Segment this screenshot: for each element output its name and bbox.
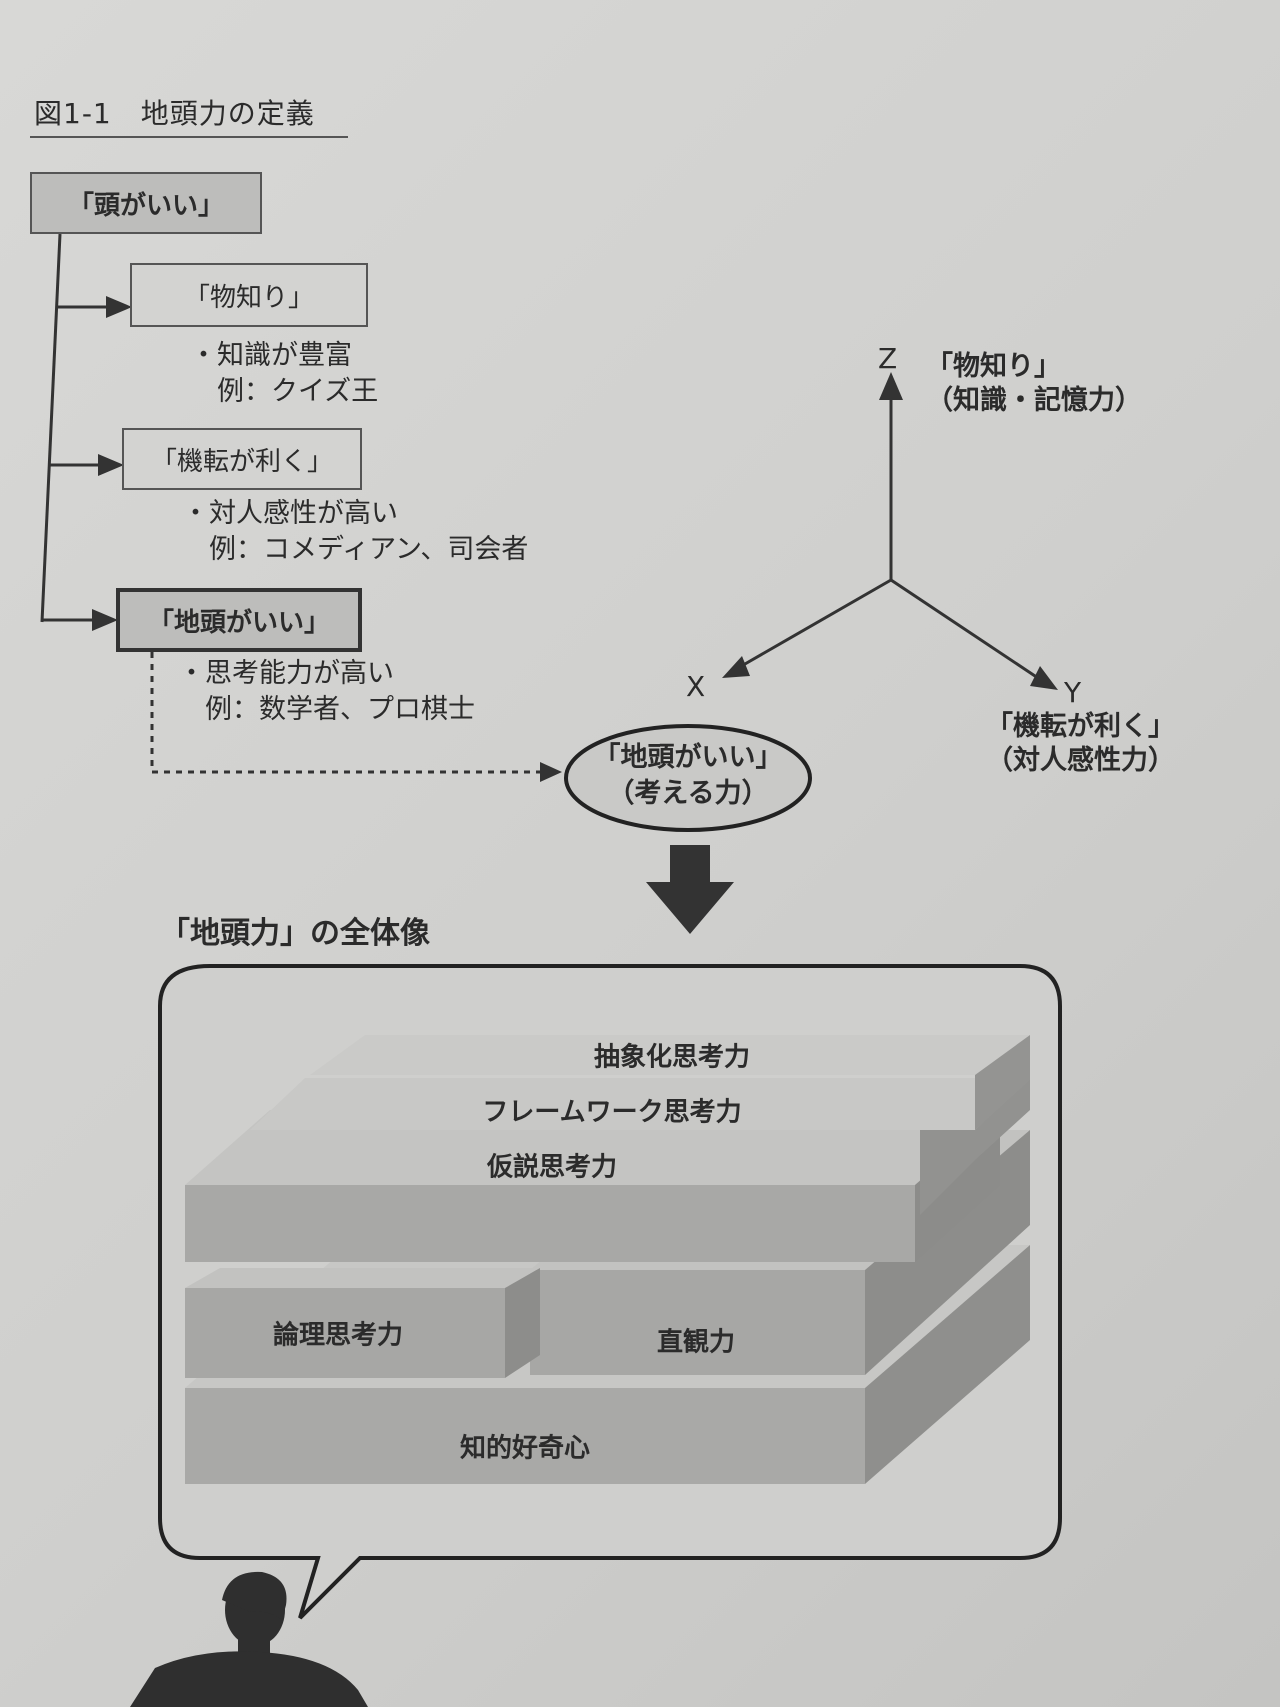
kiten-note-line1: ・対人感性が高い bbox=[182, 498, 398, 529]
jiatama-note-line1: ・思考能力が高い bbox=[178, 658, 394, 689]
jiatama-note-line2: 例：数学者、プロ棋士 bbox=[178, 694, 475, 725]
y-axis bbox=[890, 578, 1039, 680]
kiten-note: ・対人感性が高い 例：コメディアン、司会者 bbox=[182, 496, 528, 568]
center-ellipse bbox=[564, 724, 812, 832]
layer-label-logical: 論理思考力 bbox=[272, 1320, 404, 1351]
y-axis-label: 「機転が利く」 （対人感性力） bbox=[986, 710, 1175, 778]
logical-block-side bbox=[505, 1268, 540, 1378]
root-box-atama-ga-ii: 「頭がいい」 bbox=[30, 172, 262, 234]
y-axis-letter: Y bbox=[1064, 676, 1082, 709]
overview-title: 「地頭力」の全体像 bbox=[160, 916, 430, 951]
dotted-connector-head bbox=[540, 762, 562, 782]
hypothesis-block-front bbox=[185, 1185, 915, 1262]
center-ellipse-line2: （考える力） bbox=[607, 778, 769, 809]
center-ellipse-text: 「地頭がいい」 （考える力） bbox=[566, 740, 810, 812]
layer-label-framework: フレームワーク思考力 bbox=[482, 1097, 742, 1128]
layer-label-curiosity: 知的好奇心 bbox=[459, 1433, 591, 1464]
framework-block-top bbox=[250, 1078, 1030, 1130]
z-axis-label: 「物知り」 （知識・記憶力） bbox=[926, 350, 1142, 418]
curiosity-block-side bbox=[865, 1245, 1030, 1484]
monoshiri-note-line2: 例：クイズ王 bbox=[190, 376, 379, 407]
tree-trunk bbox=[40, 233, 62, 623]
logical-block-top bbox=[185, 1268, 540, 1288]
kiten-note-line2: 例：コメディアン、司会者 bbox=[182, 534, 529, 565]
monoshiri-note: ・知識が豊富 例：クイズ王 bbox=[190, 338, 378, 410]
child-box-kiten-ga-kiku: 「機転が利く」 bbox=[122, 428, 362, 490]
figure-title: 図1-1 地頭力の定義 bbox=[34, 97, 315, 130]
logical-block-front bbox=[185, 1288, 505, 1378]
center-ellipse-line1: 「地頭がいい」 bbox=[593, 742, 783, 773]
layer-label-hypothesis: 仮説思考力 bbox=[486, 1152, 618, 1183]
framework-block-side bbox=[920, 1078, 1030, 1215]
intuition-block-front bbox=[530, 1270, 865, 1375]
z-axis-letter: Z bbox=[878, 342, 898, 375]
z-axis-head bbox=[879, 372, 903, 400]
x-axis-letter: X bbox=[686, 670, 706, 703]
abstraction-block-side bbox=[975, 1035, 1030, 1130]
child-box-jiatama-ga-ii: 「地頭がいい」 bbox=[116, 588, 362, 652]
child-box-monoshiri: 「物知り」 bbox=[130, 263, 368, 327]
y-axis-label-line1: 「機転が利く」 bbox=[986, 711, 1175, 742]
x-axis bbox=[737, 578, 892, 670]
x-axis-head bbox=[722, 656, 750, 678]
monoshiri-note-line1: ・知識が豊富 bbox=[190, 340, 352, 371]
thinker-silhouette bbox=[130, 1571, 368, 1707]
y-axis-head bbox=[1030, 666, 1058, 690]
figure-title-underline bbox=[30, 136, 348, 138]
curiosity-block-front bbox=[185, 1388, 865, 1484]
layer-label-intuition: 直観力 bbox=[656, 1327, 736, 1358]
layer-label-abstraction: 抽象化思考力 bbox=[593, 1042, 751, 1073]
abstraction-block-top bbox=[310, 1035, 1030, 1075]
z-axis-label-line2: （知識・記憶力） bbox=[926, 385, 1142, 416]
z-axis-label-line1: 「物知り」 bbox=[926, 351, 1061, 382]
jiatama-note: ・思考能力が高い 例：数学者、プロ棋士 bbox=[178, 656, 475, 728]
big-down-arrow bbox=[646, 845, 734, 934]
dotted-connector bbox=[150, 652, 540, 774]
y-axis-label-line2: （対人感性力） bbox=[986, 745, 1175, 776]
